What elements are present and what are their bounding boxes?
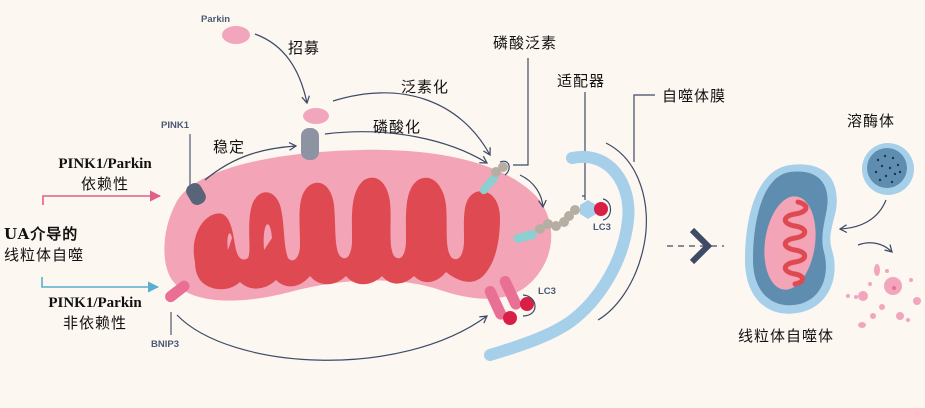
fusion-arrow bbox=[838, 199, 887, 234]
stabilized-pink1 bbox=[301, 128, 319, 160]
membrane-leader bbox=[633, 94, 655, 162]
ua-line-2: 线粒体自噬 bbox=[4, 246, 85, 264]
bnip3-arrow bbox=[176, 314, 489, 361]
phosphorylation-arrow bbox=[324, 131, 489, 164]
dependent-pathway-label: PINK1/Parkin 依赖性 bbox=[50, 156, 160, 194]
lc3-bottom-1 bbox=[503, 311, 517, 325]
ubiquitination-arrow bbox=[332, 92, 491, 157]
ubiquitin-chain bbox=[535, 205, 580, 234]
engulfed-mitochondrion bbox=[764, 196, 816, 290]
pink1-protein bbox=[186, 183, 206, 205]
lc3-top bbox=[594, 202, 608, 216]
free-parkin bbox=[222, 26, 250, 44]
bnip3-label: BNIP3 bbox=[151, 339, 179, 350]
ua-mitophagy-label: UA介导的 线粒体自噬 bbox=[4, 223, 84, 265]
adapter-leader bbox=[582, 92, 586, 200]
ubiquitination-label: 泛素化 bbox=[401, 78, 450, 96]
recruited-parkin bbox=[303, 108, 329, 124]
mitophagosome-label: 线粒体自噬体 bbox=[738, 327, 835, 345]
parkin-label: Parkin bbox=[201, 14, 231, 25]
stabilize-label: 稳定 bbox=[213, 138, 246, 156]
recruit-arrow bbox=[254, 33, 310, 105]
degradation-arrow bbox=[857, 242, 893, 253]
lysosome-enzymes bbox=[874, 154, 902, 184]
bnip3-dimer-left bbox=[484, 285, 507, 320]
chevron-right-icon bbox=[689, 227, 713, 265]
independent-title: PINK1/Parkin bbox=[48, 295, 142, 311]
fragment-core bbox=[892, 286, 896, 290]
cristae-gap bbox=[227, 224, 272, 250]
lc3-binding-mark bbox=[602, 198, 612, 221]
ua-line-1: UA介导的 bbox=[4, 225, 79, 243]
adaptor-label: 适配器 bbox=[557, 72, 606, 90]
pink1-label: PINK1 bbox=[161, 120, 189, 131]
lc3-bottom-label: LC3 bbox=[538, 286, 556, 297]
membrane-outline bbox=[597, 142, 647, 321]
phosphorylation-label: 磷酸化 bbox=[373, 118, 422, 136]
independent-subtitle: 非依赖性 bbox=[62, 314, 127, 332]
dependent-subtitle: 依赖性 bbox=[80, 175, 129, 193]
stabilize-arrow bbox=[204, 142, 298, 181]
phospho-ubiquitin-label: 磷酸泛素 bbox=[493, 34, 558, 52]
lysosome-label: 溶酶体 bbox=[847, 112, 896, 130]
autophagosome-membrane bbox=[484, 150, 635, 361]
blue-independent-arrow bbox=[41, 277, 160, 293]
bnip3-dimer-right bbox=[499, 275, 522, 310]
lysosome-lumen bbox=[867, 148, 907, 188]
independent-pathway-label: PINK1/Parkin 非依赖性 bbox=[40, 295, 150, 333]
chain-arrow bbox=[519, 174, 547, 209]
bnip3-protein bbox=[165, 280, 190, 303]
degradation-fragments bbox=[846, 264, 921, 328]
lc3-top-label: LC3 bbox=[593, 222, 611, 233]
mitochondrion-cristae bbox=[193, 177, 501, 290]
phospho-ubiquitin-leader bbox=[513, 58, 529, 166]
recruit-label: 招募 bbox=[288, 39, 321, 57]
engulfed-cristae bbox=[782, 199, 809, 287]
teal-receptor-top bbox=[479, 173, 499, 195]
ubiquitin-bead bbox=[491, 167, 501, 177]
adapter-protein bbox=[580, 200, 596, 219]
phospho-mark bbox=[499, 160, 510, 176]
lc3-bottom-2 bbox=[520, 297, 534, 311]
teal-receptor-bottom bbox=[513, 230, 537, 243]
autophagosome-membrane-label: 自噬体膜 bbox=[662, 87, 727, 105]
dependent-title: PINK1/Parkin bbox=[58, 156, 152, 172]
lc3-binding-mark bbox=[522, 294, 536, 317]
pink-dependent-arrow bbox=[42, 190, 162, 205]
ubiquitin-bead bbox=[498, 162, 508, 172]
